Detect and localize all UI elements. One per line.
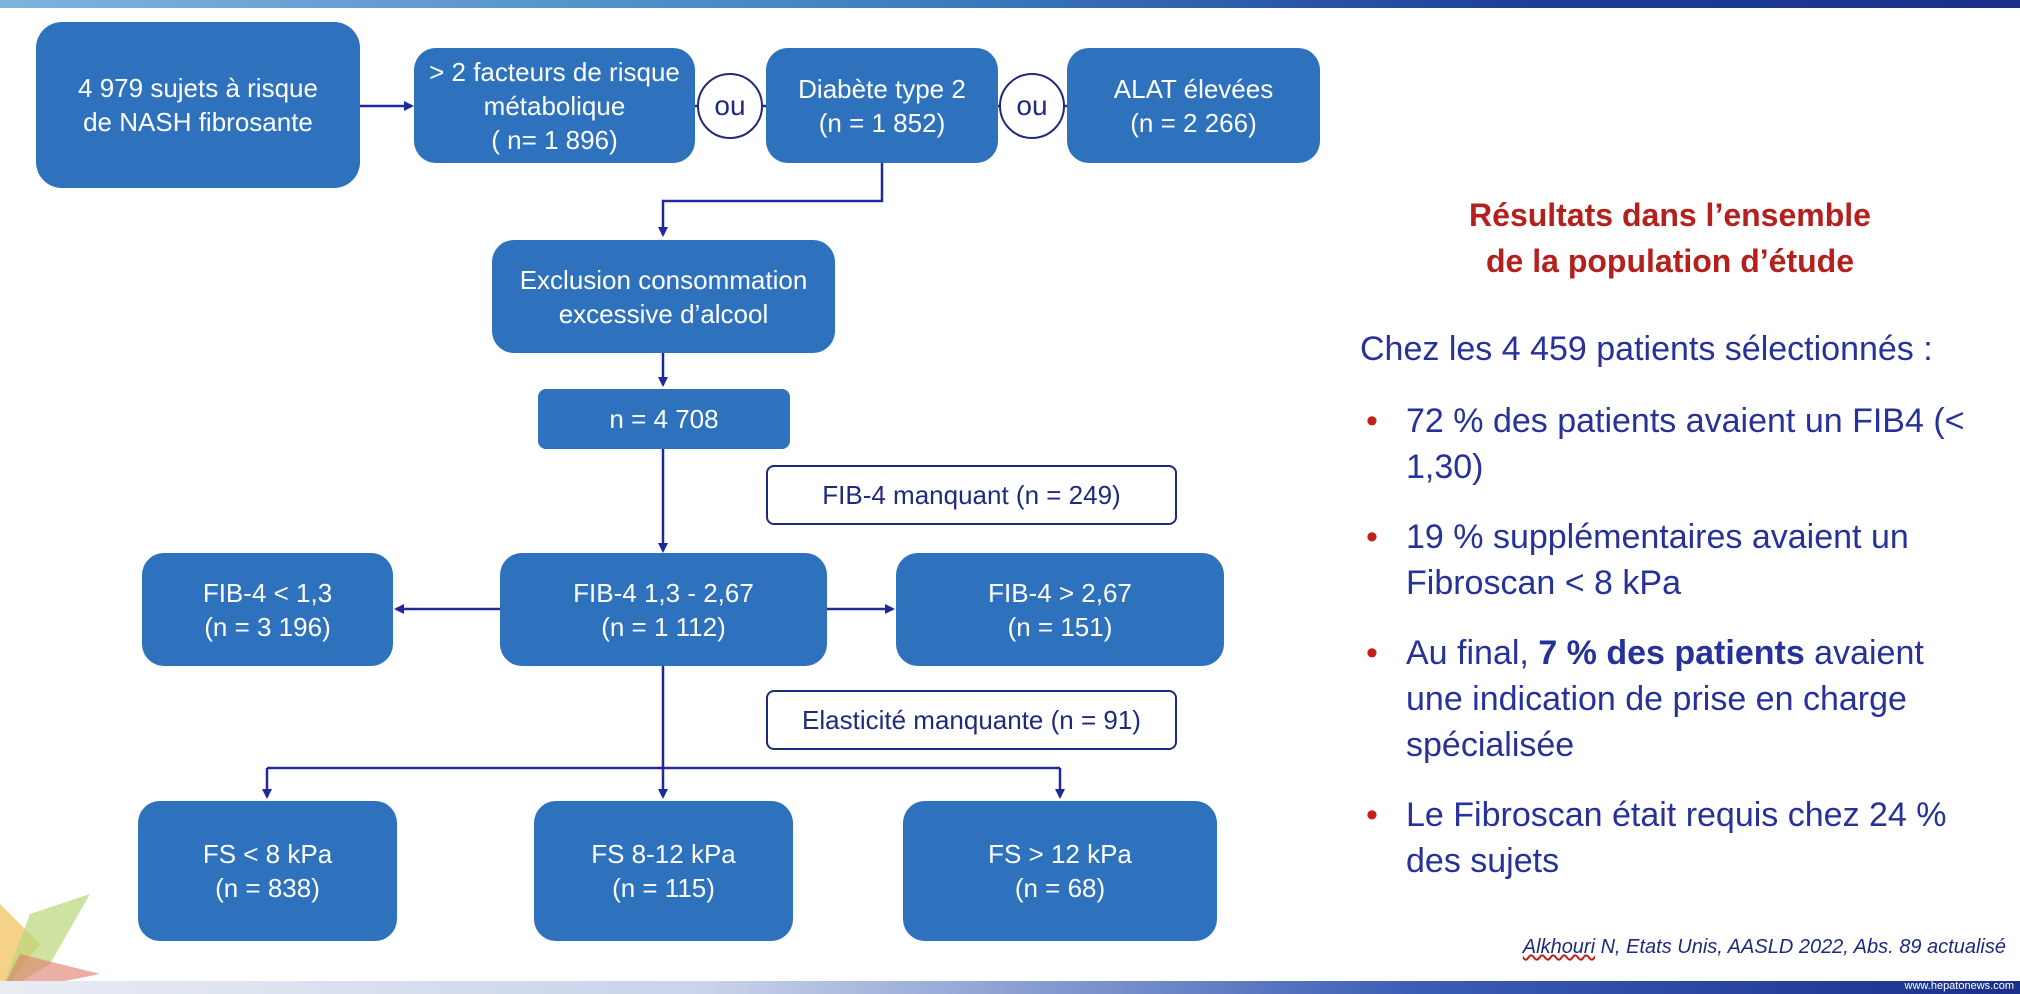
after-exclusion-box: n = 4 708 — [538, 389, 790, 449]
start-line-1: 4 979 sujets à risque — [78, 73, 318, 103]
exclusion-line-1: Exclusion consommation — [519, 264, 808, 295]
website-footer: www.hepatonews.com — [1904, 980, 2014, 992]
results-bullet-3-pre: Au final, — [1406, 634, 1539, 672]
criteria-metabolic-line-1: > 2 facteurs de risque — [429, 56, 680, 87]
fs-mid-box: FS 8-12 kPa (n = 115) — [534, 801, 793, 941]
bullet-dot: • — [1366, 634, 1378, 672]
fib4-high-line-2: (n = 151) — [1007, 611, 1113, 642]
results-bullet-2-text: 19 % supplémentaires avaient un Fibrosca… — [1406, 518, 1909, 602]
fs-low-line-1: FS < 8 kPa — [202, 839, 333, 869]
results-bullet-4-text: Le Fibroscan était requis chez 24 % des … — [1406, 796, 1947, 880]
results-bullet-3-post: avaient une indication de prise en charg… — [1406, 634, 1924, 764]
results-title-line-1: Résultats dans l’ensemble — [1469, 197, 1871, 233]
fib4-high-box: FIB-4 > 2,67 (n = 151) — [896, 553, 1224, 666]
citation: Alkhouri N, Etats Unis, AASLD 2022, Abs.… — [1523, 936, 2006, 959]
criteria-diabetes-line-1: Diabète type 2 — [798, 73, 966, 104]
missing-elasticity-note: Elasticité manquante (n = 91) — [766, 690, 1177, 750]
arrow-diabetes-to-exclusion — [658, 163, 884, 237]
fs-low-line-2: (n = 838) — [215, 873, 320, 903]
fs-high-line-1: FS > 12 kPa — [988, 839, 1132, 869]
decorative-leaf-graphic — [0, 894, 100, 994]
fs-high-box: FS > 12 kPa (n = 68) — [903, 801, 1217, 941]
fib4-low-line-1: FIB-4 < 1,3 — [202, 577, 333, 608]
exclusion-box: Exclusion consommation excessive d’alcoo… — [492, 240, 835, 353]
fib4-low-box: FIB-4 < 1,3 (n = 3 196) — [142, 553, 393, 666]
results-bullet-3-text: Au final, 7 % des patients avaient une i… — [1406, 634, 1924, 764]
results-bullet-3-bold: 7 % des patients — [1538, 634, 1805, 672]
citation-author: Alkhouri — [1522, 936, 1596, 958]
criteria-alat-box: ALAT élevées (n = 2 266) — [1067, 48, 1320, 163]
fs-high-line-2: (n = 68) — [1014, 873, 1106, 903]
missing-fib4-note: FIB-4 manquant (n = 249) — [766, 465, 1177, 525]
results-title: Résultats dans l’ensemble de la populati… — [1360, 192, 1980, 284]
criteria-metabolic-box: > 2 facteurs de risque métabolique ( n= … — [414, 48, 695, 163]
results-bullet-3: • Au final, 7 % des patients avaient une… — [1360, 630, 1980, 768]
results-bullet-2: • 19 % supplémentaires avaient un Fibros… — [1360, 514, 1980, 606]
citation-rest: N, Etats Unis, AASLD 2022, Abs. 89 actua… — [1595, 936, 2006, 958]
fs-mid-line-1: FS 8-12 kPa — [591, 839, 736, 869]
bullet-dot: • — [1366, 518, 1378, 556]
criteria-metabolic-line-3: ( n= 1 896) — [491, 124, 618, 155]
results-title-line-2: de la population d’étude — [1486, 243, 1854, 279]
start-population-box: 4 979 sujets à risque de NASH fibrosante — [36, 22, 360, 188]
criteria-diabetes-box: Diabète type 2 (n = 1 852) — [766, 48, 998, 163]
fib4-mid-line-1: FIB-4 1,3 - 2,67 — [573, 577, 754, 608]
criteria-diabetes-line-2: (n = 1 852) — [818, 107, 946, 138]
fib4-mid-box: FIB-4 1,3 - 2,67 (n = 1 112) — [500, 553, 827, 666]
fs-mid-line-2: (n = 115) — [612, 873, 715, 903]
exclusion-line-2: excessive d’alcool — [558, 298, 769, 329]
results-list: • 72 % des patients avaient un FIB4 (< 1… — [1360, 398, 1980, 908]
bottom-accent-bar — [0, 981, 2020, 994]
results-intro: Chez les 4 459 patients sélectionnés : — [1360, 330, 1933, 368]
criteria-alat-line-1: ALAT élevées — [1113, 73, 1274, 104]
results-bullet-1: • 72 % des patients avaient un FIB4 (< 1… — [1360, 398, 1980, 490]
criteria-alat-line-2: (n = 2 266) — [1130, 107, 1257, 138]
criteria-metabolic-line-2: métabolique — [483, 90, 626, 121]
ou-connector-1: ou — [697, 73, 763, 139]
start-line-2: de NASH fibrosante — [83, 107, 313, 137]
results-bullet-4: • Le Fibroscan était requis chez 24 % de… — [1360, 792, 1980, 884]
fib4-low-line-2: (n = 3 196) — [204, 611, 331, 642]
ou-connector-2: ou — [999, 73, 1065, 139]
bullet-dot: • — [1366, 796, 1378, 834]
fib4-high-line-1: FIB-4 > 2,67 — [988, 577, 1132, 608]
results-bullet-1-text: 72 % des patients avaient un FIB4 (< 1,3… — [1406, 402, 1965, 486]
fib4-mid-line-2: (n = 1 112) — [601, 611, 726, 642]
top-accent-bar — [0, 0, 2020, 8]
bullet-dot: • — [1366, 402, 1378, 440]
fs-low-box: FS < 8 kPa (n = 838) — [138, 801, 397, 941]
